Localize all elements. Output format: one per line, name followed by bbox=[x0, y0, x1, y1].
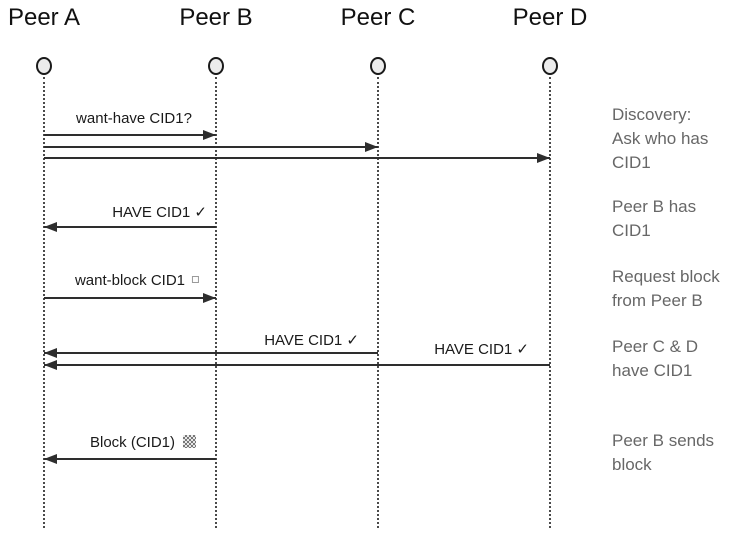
annotation-line: Discovery: bbox=[612, 105, 692, 124]
peer-title-d: Peer D bbox=[512, 4, 588, 31]
lifeline-b bbox=[215, 77, 217, 528]
message-label-text: want-block CID1 bbox=[74, 272, 185, 289]
message-label-text: HAVE CID1 ✓ bbox=[264, 332, 359, 349]
annotation-line: from Peer B bbox=[612, 291, 703, 310]
empty-block-icon bbox=[192, 276, 199, 283]
lifeline-c bbox=[377, 77, 379, 528]
peer-endpoint-circle bbox=[542, 57, 558, 75]
peer-title-a: Peer A bbox=[7, 4, 81, 31]
note-request-block: Request block from Peer B bbox=[612, 265, 720, 313]
annotation-line: CID1 bbox=[612, 153, 651, 172]
message-line-have-from-b bbox=[44, 226, 216, 228]
annotation-line: Request block bbox=[612, 267, 720, 286]
peer-endpoint-circle bbox=[208, 57, 224, 75]
annotation-line: have CID1 bbox=[612, 361, 693, 380]
message-line-have-from-d bbox=[44, 364, 550, 366]
message-label-want-block-to-b: want-block CID1 bbox=[75, 272, 199, 289]
arrowhead-icon bbox=[44, 222, 57, 232]
annotation-line: Ask who has bbox=[612, 129, 709, 148]
peer-endpoint-circle bbox=[36, 57, 52, 75]
message-label-text: Block (CID1) bbox=[89, 434, 175, 451]
message-label-have-from-d: HAVE CID1 ✓ bbox=[434, 340, 529, 358]
lifeline-a bbox=[43, 77, 45, 528]
message-label-text: HAVE CID1 ✓ bbox=[112, 204, 207, 221]
peer-title-b: Peer B bbox=[179, 4, 253, 31]
message-line-block-from-b bbox=[44, 458, 216, 460]
arrowhead-icon bbox=[203, 130, 216, 140]
message-line-want-have-to-c bbox=[44, 146, 378, 148]
lifeline-d bbox=[549, 77, 551, 528]
arrowhead-icon bbox=[203, 293, 216, 303]
arrowhead-icon bbox=[44, 348, 57, 358]
message-label-text: want-have CID1? bbox=[76, 110, 192, 127]
message-label-want-have-to-b: want-have CID1? bbox=[76, 110, 192, 127]
annotation-line: Peer B has bbox=[612, 197, 697, 216]
arrowhead-icon bbox=[365, 142, 378, 152]
arrowhead-icon bbox=[44, 360, 57, 370]
message-label-block-from-b: Block (CID1) bbox=[90, 434, 196, 451]
message-label-text: HAVE CID1 ✓ bbox=[434, 341, 529, 358]
message-label-have-from-b: HAVE CID1 ✓ bbox=[112, 203, 207, 221]
annotation-line: block bbox=[612, 455, 652, 474]
arrowhead-icon bbox=[44, 454, 57, 464]
annotation-line: Peer C & D bbox=[612, 337, 698, 356]
arrowhead-icon bbox=[537, 153, 550, 163]
note-peer-c-d-have: Peer C & D have CID1 bbox=[612, 335, 698, 383]
message-line-want-block-to-b bbox=[44, 297, 216, 299]
message-label-have-from-c: HAVE CID1 ✓ bbox=[264, 331, 359, 349]
annotation-line: Peer B sends bbox=[612, 431, 715, 450]
peer-title-c: Peer C bbox=[340, 4, 416, 31]
peer-endpoint-circle bbox=[370, 57, 386, 75]
message-line-want-have-to-d bbox=[44, 157, 550, 159]
message-line-want-have-to-b bbox=[44, 134, 216, 136]
message-line-have-from-c bbox=[44, 352, 378, 354]
note-peer-b-sends: Peer B sends block bbox=[612, 429, 714, 477]
annotation-line: CID1 bbox=[612, 221, 651, 240]
block-data-icon bbox=[183, 435, 196, 448]
